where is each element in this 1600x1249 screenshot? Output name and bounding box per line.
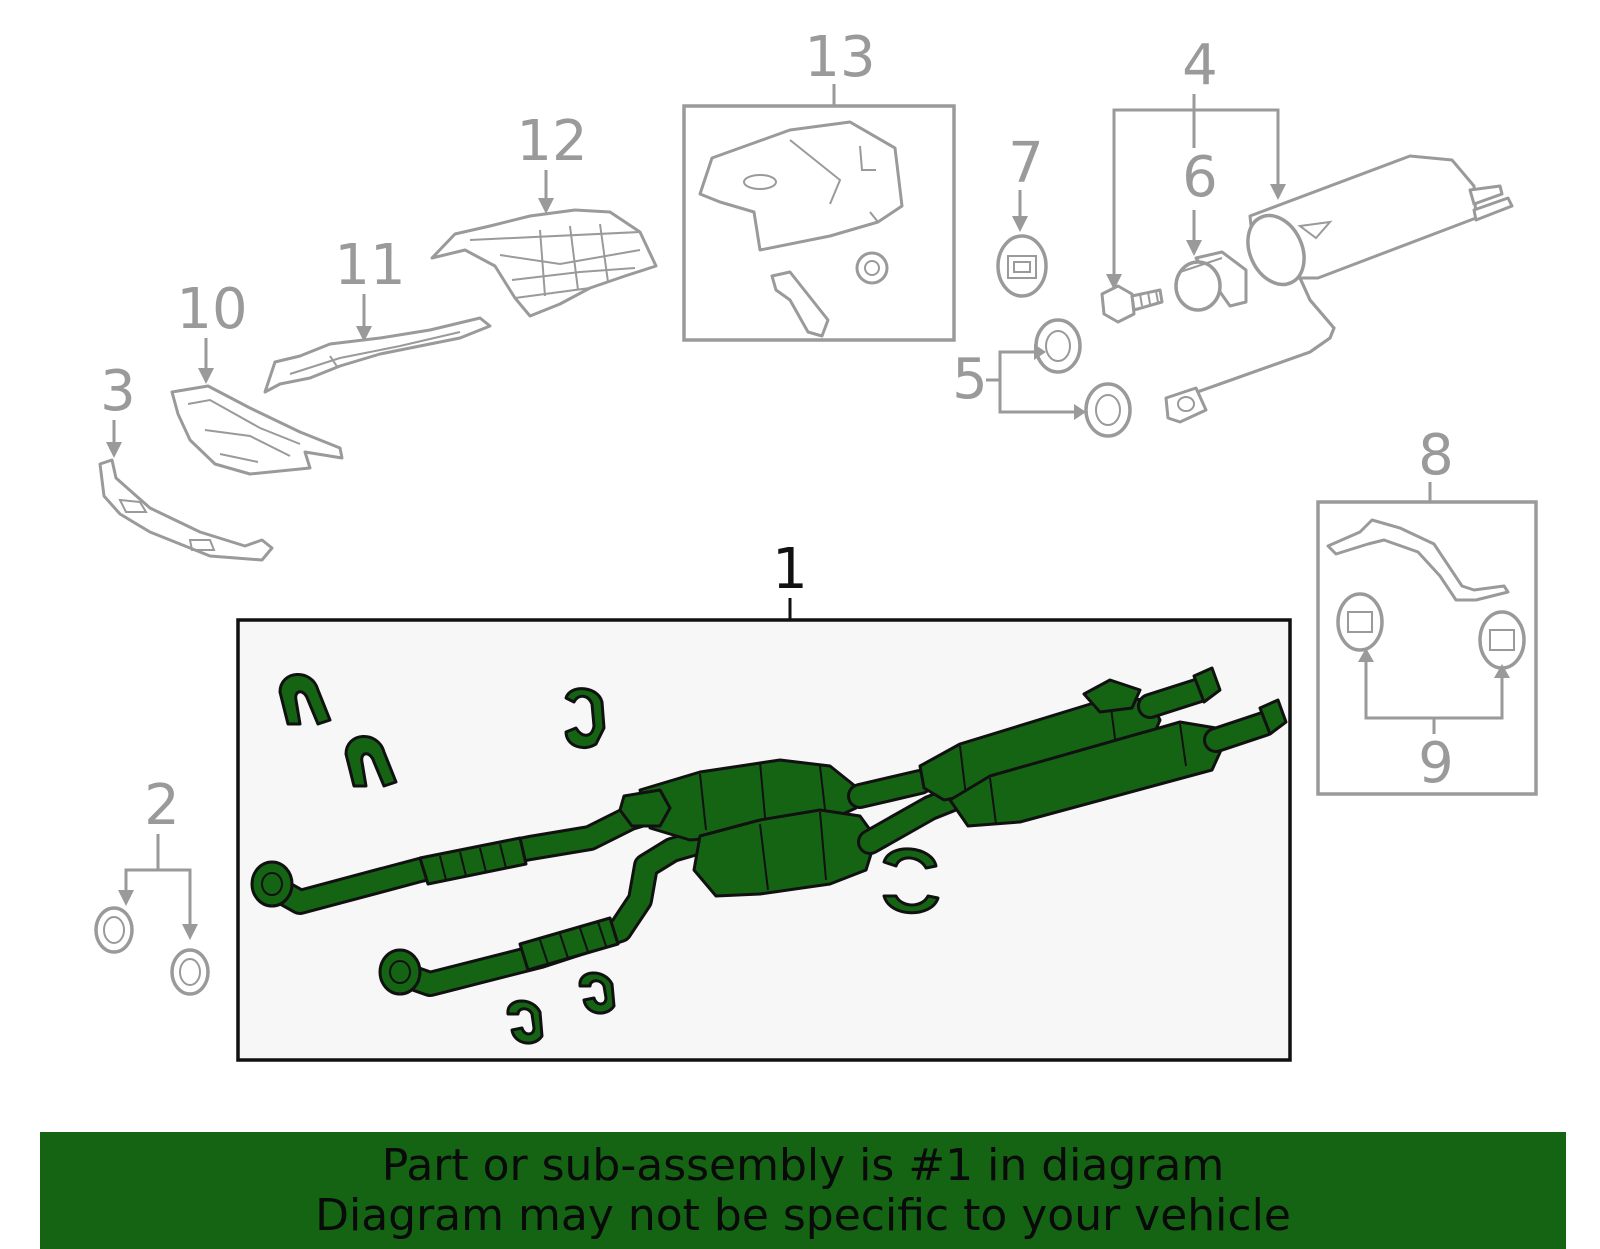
info-banner: Part or sub-assembly is #1 in diagram Di… (40, 1132, 1566, 1249)
part-1-exhaust-assembly[interactable] (236, 618, 1292, 1062)
part-12-heat-shield[interactable] (430, 208, 658, 318)
callout-7: 7 (1008, 131, 1044, 232)
svg-text:8: 8 (1418, 423, 1454, 488)
svg-text:6: 6 (1182, 145, 1218, 210)
part-10-insulator[interactable] (170, 384, 344, 476)
part-7-hanger[interactable] (996, 234, 1048, 298)
svg-text:1: 1 (772, 537, 808, 602)
part-5-gaskets[interactable] (1034, 318, 1132, 438)
svg-text:11: 11 (334, 233, 405, 298)
svg-text:10: 10 (176, 277, 247, 342)
svg-text:5: 5 (952, 347, 988, 412)
part-2-gaskets[interactable] (94, 906, 210, 996)
banner-line-1: Part or sub-assembly is #1 in diagram (381, 1139, 1225, 1191)
svg-text:13: 13 (804, 25, 875, 90)
callout-11: 11 (334, 233, 406, 342)
part-6-cushion[interactable] (1174, 250, 1248, 312)
svg-text:4: 4 (1182, 33, 1218, 98)
callout-2: 2 (118, 773, 198, 940)
part-4-tailpipe-muffler[interactable] (1164, 154, 1514, 424)
svg-text:2: 2 (144, 773, 180, 838)
part-8-9-group[interactable] (1316, 500, 1538, 796)
svg-text:12: 12 (516, 109, 587, 174)
callout-8: 8 (1418, 423, 1454, 502)
callout-3: 3 (100, 359, 136, 458)
callout-12: 12 (516, 109, 588, 214)
svg-text:7: 7 (1008, 131, 1044, 196)
part-13-group[interactable] (682, 104, 956, 342)
part-4-bolt[interactable] (1100, 284, 1164, 324)
callout-5: 5 (952, 344, 1086, 420)
part-3-bracket[interactable] (98, 458, 274, 562)
callout-4: 4 (1106, 33, 1286, 290)
svg-text:3: 3 (100, 359, 136, 424)
callout-6: 6 (1182, 145, 1218, 256)
callout-9: 9 (1358, 648, 1510, 796)
callout-13: 13 (804, 25, 876, 106)
part-11-insulator[interactable] (263, 316, 492, 394)
svg-text:9: 9 (1418, 731, 1454, 796)
callout-1: 1 (772, 537, 808, 620)
banner-line-2: Diagram may not be specific to your vehi… (315, 1189, 1291, 1241)
callout-10: 10 (176, 277, 248, 384)
